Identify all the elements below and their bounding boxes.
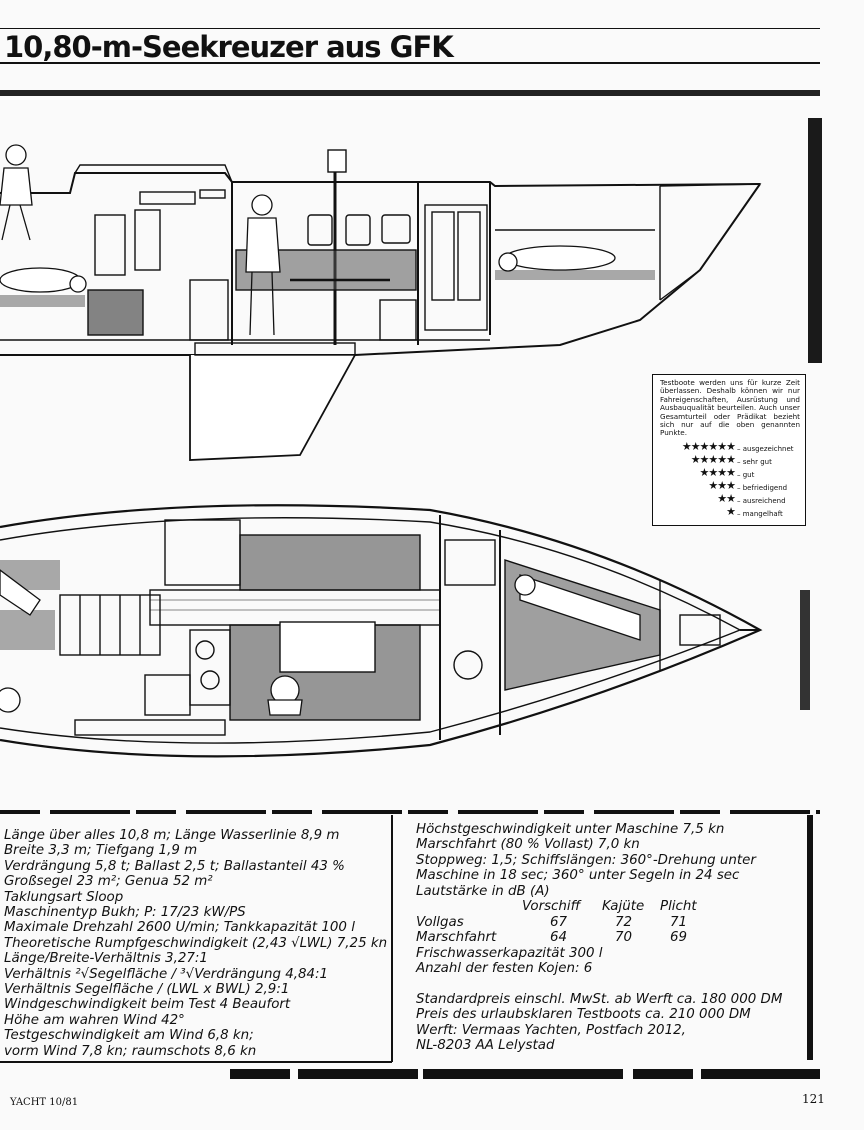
price-line: NL-8203 AA Lelystad xyxy=(416,1038,555,1054)
spec-line: Testgeschwindigkeit am Wind 6,8 kn; xyxy=(4,1028,254,1044)
spec-line: Verhältnis ²√Segelfläche / ³√Verdrängung… xyxy=(4,966,329,982)
title-underline xyxy=(0,62,820,64)
star-icon: ★★★★★ xyxy=(690,453,736,466)
magazine-issue: YACHT 10/81 xyxy=(10,1097,79,1108)
boat-drawings xyxy=(0,90,822,758)
spec-line: Frischwasserkapazität 300 l xyxy=(416,946,603,962)
spec-line: Höchstgeschwindigkeit unter Maschine 7,5… xyxy=(416,822,725,837)
spec-line: Maschine in 18 sec; 360° unter Segeln in… xyxy=(416,868,740,884)
legend-row: ★★★★ – gut xyxy=(653,466,803,482)
figures-plan xyxy=(0,569,641,716)
legend-label: – befriedigend xyxy=(737,484,788,492)
spec-line: Verdrängung 5,8 t; Ballast 2,5 t; Ballas… xyxy=(4,858,345,874)
noise-header: Kajüte xyxy=(602,899,645,915)
specs-left: Länge über alles 10,8 m; Länge Wasserlin… xyxy=(4,828,388,1059)
top-rule xyxy=(0,28,820,29)
legend-row: ★★ – ausreichend xyxy=(653,492,803,508)
price-line: Standardpreis einschl. MwSt. ab Werft ca… xyxy=(416,991,783,1007)
price-line: Preis des urlaubsklaren Testboots ca. 21… xyxy=(416,1007,751,1023)
legend-label: – gut xyxy=(737,471,755,479)
legend-row: ★★★ – befriedigend xyxy=(653,479,803,495)
spec-line: Großsegel 23 m²; Genua 52 m² xyxy=(4,874,213,890)
noise-value: 71 xyxy=(670,915,688,931)
specs-right: Höchstgeschwindigkeit unter Maschine 7,5… xyxy=(416,822,811,1053)
legend-label: – ausgezeichnet xyxy=(737,445,794,453)
star-icon: ★★★★★★ xyxy=(681,440,736,453)
legend-row: ★★★★★★ – ausgezeichnet xyxy=(653,440,803,456)
scan-edge-top xyxy=(0,90,820,96)
legend-note: Testboote werden uns für kurze Zeit über… xyxy=(660,378,800,438)
price-line: Werft: Vermaas Yachten, Postfach 2012, xyxy=(416,1022,686,1038)
star-icon: ★★★ xyxy=(708,479,736,492)
noise-header: Vorschiff xyxy=(522,899,581,915)
spec-line: Breite 3,3 m; Tiefgang 1,9 m xyxy=(4,843,198,859)
spec-line: Verhältnis Segelfläche / (LWL x BWL) 2,9… xyxy=(4,982,290,998)
spec-line: Maschinentyp Bukh; P: 17/23 kW/PS xyxy=(4,905,246,921)
spec-line: Höhe am wahren Wind 42° xyxy=(4,1012,185,1028)
star-icon: ★ xyxy=(726,505,736,518)
spec-line: Marschfahrt (80 % Vollast) 7,0 kn xyxy=(416,837,640,853)
page-number: 121 xyxy=(802,1092,825,1106)
plan-view xyxy=(0,504,763,758)
spec-line: Theoretische Rumpfgeschwindigkeit (2,43 … xyxy=(4,935,388,951)
star-icon: ★★★★ xyxy=(699,466,736,479)
spacer xyxy=(416,977,811,992)
legend-row: ★ – mangelhaft xyxy=(653,505,803,521)
noise-header: Plicht xyxy=(660,899,697,915)
noise-table: Vorschiff Kajüte Plicht Vollgas 67 72 71… xyxy=(416,899,811,946)
legend-label: – mangelhaft xyxy=(737,510,783,518)
scan-edge-right xyxy=(808,118,822,363)
noise-value: 69 xyxy=(670,930,688,946)
noise-value: 67 xyxy=(550,915,568,931)
spec-line: Stoppweg: 1,5; Schiffslängen: 360°-Drehu… xyxy=(416,852,756,868)
spec-line: Länge über alles 10,8 m; Länge Wasserlin… xyxy=(4,828,340,843)
page-title: 10,80-m-Seekreuzer aus GFK xyxy=(4,30,454,64)
scan-edge-right-lower xyxy=(800,590,810,710)
spec-line: Windgeschwindigkeit beim Test 4 Beaufort xyxy=(4,997,291,1013)
legend-row: ★★★★★ – sehr gut xyxy=(653,453,803,469)
noise-row-label: Vollgas xyxy=(416,915,464,931)
noise-value: 70 xyxy=(615,930,633,946)
spec-line: Lautstärke in dB (A) xyxy=(416,883,550,899)
star-icon: ★★ xyxy=(717,492,736,505)
figures-side xyxy=(0,144,616,336)
spec-line: Maximale Drehzahl 2600 U/min; Tankkapazi… xyxy=(4,920,355,936)
spec-line: vorm Wind 7,8 kn; raumschots 8,6 kn xyxy=(4,1043,257,1059)
legend-label: – ausreichend xyxy=(737,497,786,505)
spec-line: Länge/Breite-Verhältnis 3,27:1 xyxy=(4,951,208,967)
spec-line: Taklungsart Sloop xyxy=(4,889,124,905)
noise-value: 72 xyxy=(615,915,633,931)
rating-legend: Testboote werden uns für kurze Zeit über… xyxy=(652,374,806,526)
side-section-view xyxy=(0,149,762,461)
spec-line: Anzahl der festen Kojen: 6 xyxy=(416,961,593,977)
legend-label: – sehr gut xyxy=(737,458,772,466)
noise-value: 64 xyxy=(550,930,568,946)
noise-row-label: Marschfahrt xyxy=(416,930,497,946)
